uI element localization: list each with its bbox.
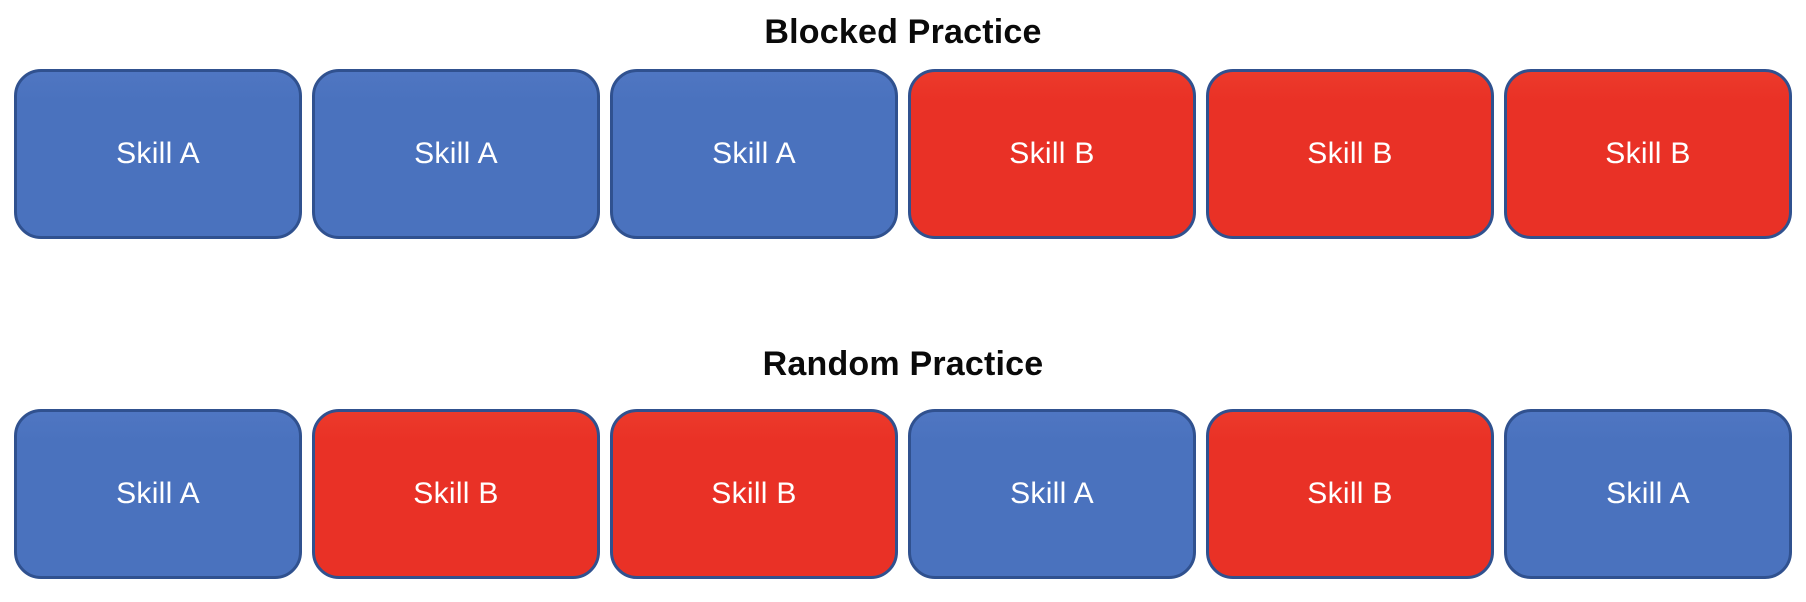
skill-box-label: Skill B: [1307, 137, 1393, 170]
random-practice-row: Skill A Skill B Skill B Skill A Skill B …: [0, 409, 1806, 579]
random-practice-title: Random Practice: [762, 345, 1044, 383]
skill-box: Skill B: [1206, 409, 1494, 579]
skill-box-label: Skill B: [413, 477, 499, 510]
skill-box: Skill A: [14, 69, 302, 239]
skill-box-label: Skill A: [116, 477, 200, 510]
skill-box: Skill A: [1504, 409, 1792, 579]
skill-box-label: Skill B: [1605, 137, 1691, 170]
skill-box: Skill A: [908, 409, 1196, 579]
skill-box: Skill B: [1206, 69, 1494, 239]
skill-box: Skill B: [312, 409, 600, 579]
skill-box-label: Skill A: [712, 137, 796, 170]
skill-box-label: Skill A: [1010, 477, 1094, 510]
skill-box: Skill B: [908, 69, 1196, 239]
blocked-practice-title: Blocked Practice: [764, 13, 1042, 51]
skill-box: Skill B: [1504, 69, 1792, 239]
skill-box-label: Skill B: [1307, 477, 1393, 510]
skill-box-label: Skill B: [1009, 137, 1095, 170]
skill-box: Skill A: [312, 69, 600, 239]
skill-box-label: Skill A: [414, 137, 498, 170]
skill-box: Skill B: [610, 409, 898, 579]
skill-box-label: Skill B: [711, 477, 797, 510]
skill-box: Skill A: [14, 409, 302, 579]
skill-box: Skill A: [610, 69, 898, 239]
skill-box-label: Skill A: [1606, 477, 1690, 510]
blocked-practice-row: Skill A Skill A Skill A Skill B Skill B …: [0, 69, 1806, 239]
skill-box-label: Skill A: [116, 137, 200, 170]
